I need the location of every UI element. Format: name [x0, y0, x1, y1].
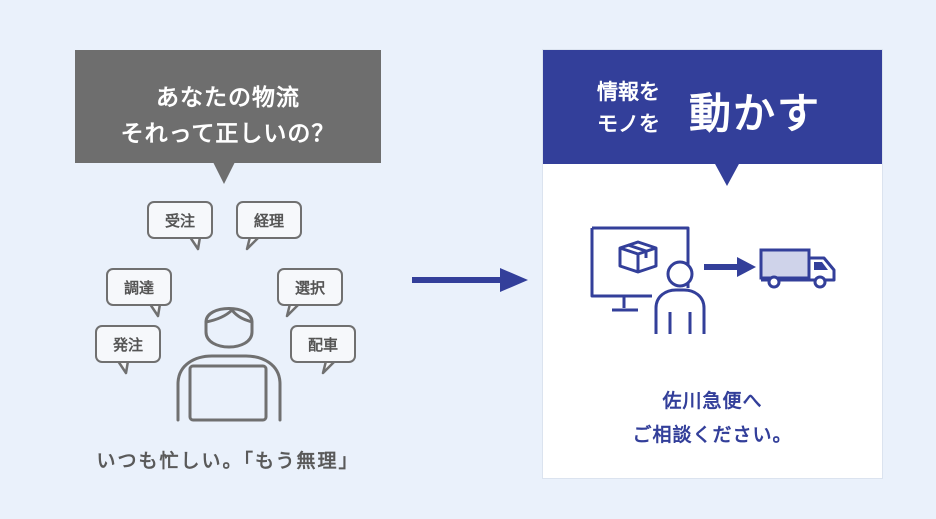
solution-header: 情報を モノを 動かす [543, 50, 882, 164]
person-at-laptop-icon [176, 307, 282, 422]
truck-icon [759, 248, 836, 289]
problem-line-1: あなたの物流 [156, 85, 300, 111]
solution-header-tail [714, 162, 740, 186]
solution-caption-line-2: ご相談ください。 [632, 424, 793, 446]
tag-order-receiving: 受注 [147, 201, 213, 239]
solution-caption-line-1: 佐川急便へ [662, 390, 763, 412]
tag-procurement: 調達 [106, 268, 172, 306]
problem-line-2: それって正しいの？ [120, 121, 336, 147]
user-icon [654, 260, 706, 334]
left-caption: いつも忙しい。「もう無理」 [96, 450, 360, 472]
tag-accounting: 経理 [236, 201, 302, 239]
arrow-right-icon [412, 268, 528, 292]
tag-selection: 選択 [277, 268, 343, 306]
header-small-line-2: モノを [597, 112, 660, 136]
problem-bubble-tail [212, 160, 236, 184]
tag-dispatch: 配車 [290, 325, 356, 363]
small-arrow-right-icon [704, 257, 756, 277]
tag-ordering: 発注 [95, 325, 161, 363]
header-small-line-1: 情報を [597, 80, 660, 104]
header-big-text: 動かす [689, 89, 822, 138]
problem-speech-bubble: あなたの物流 それって正しいの？ [75, 50, 381, 163]
